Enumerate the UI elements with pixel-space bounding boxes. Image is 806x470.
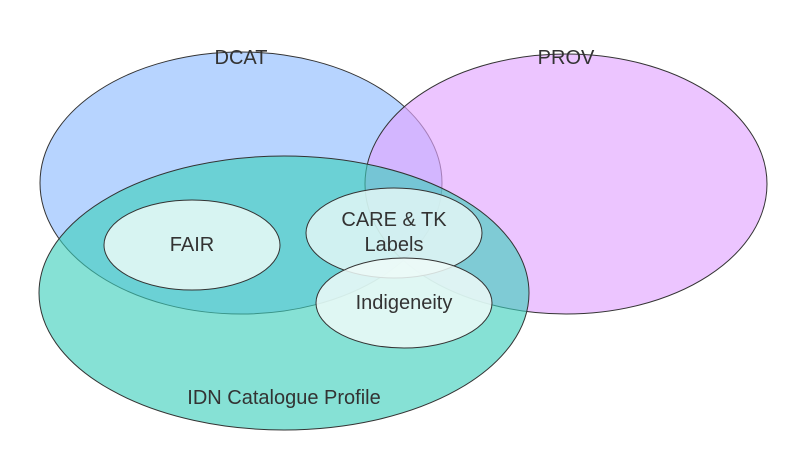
indigeneity-ellipse — [315, 257, 493, 349]
care-tk-label-line1: CARE & TK — [341, 209, 447, 231]
idn-catalogue-profile-label: IDN Catalogue Profile — [187, 387, 380, 409]
fair-ellipse — [103, 199, 281, 291]
indigeneity-label: Indigeneity — [356, 292, 453, 314]
dcat-label: DCAT — [215, 47, 268, 69]
care-tk-label-line2: Labels — [365, 234, 424, 256]
prov-label: PROV — [538, 47, 595, 69]
fair-label: FAIR — [170, 234, 214, 256]
